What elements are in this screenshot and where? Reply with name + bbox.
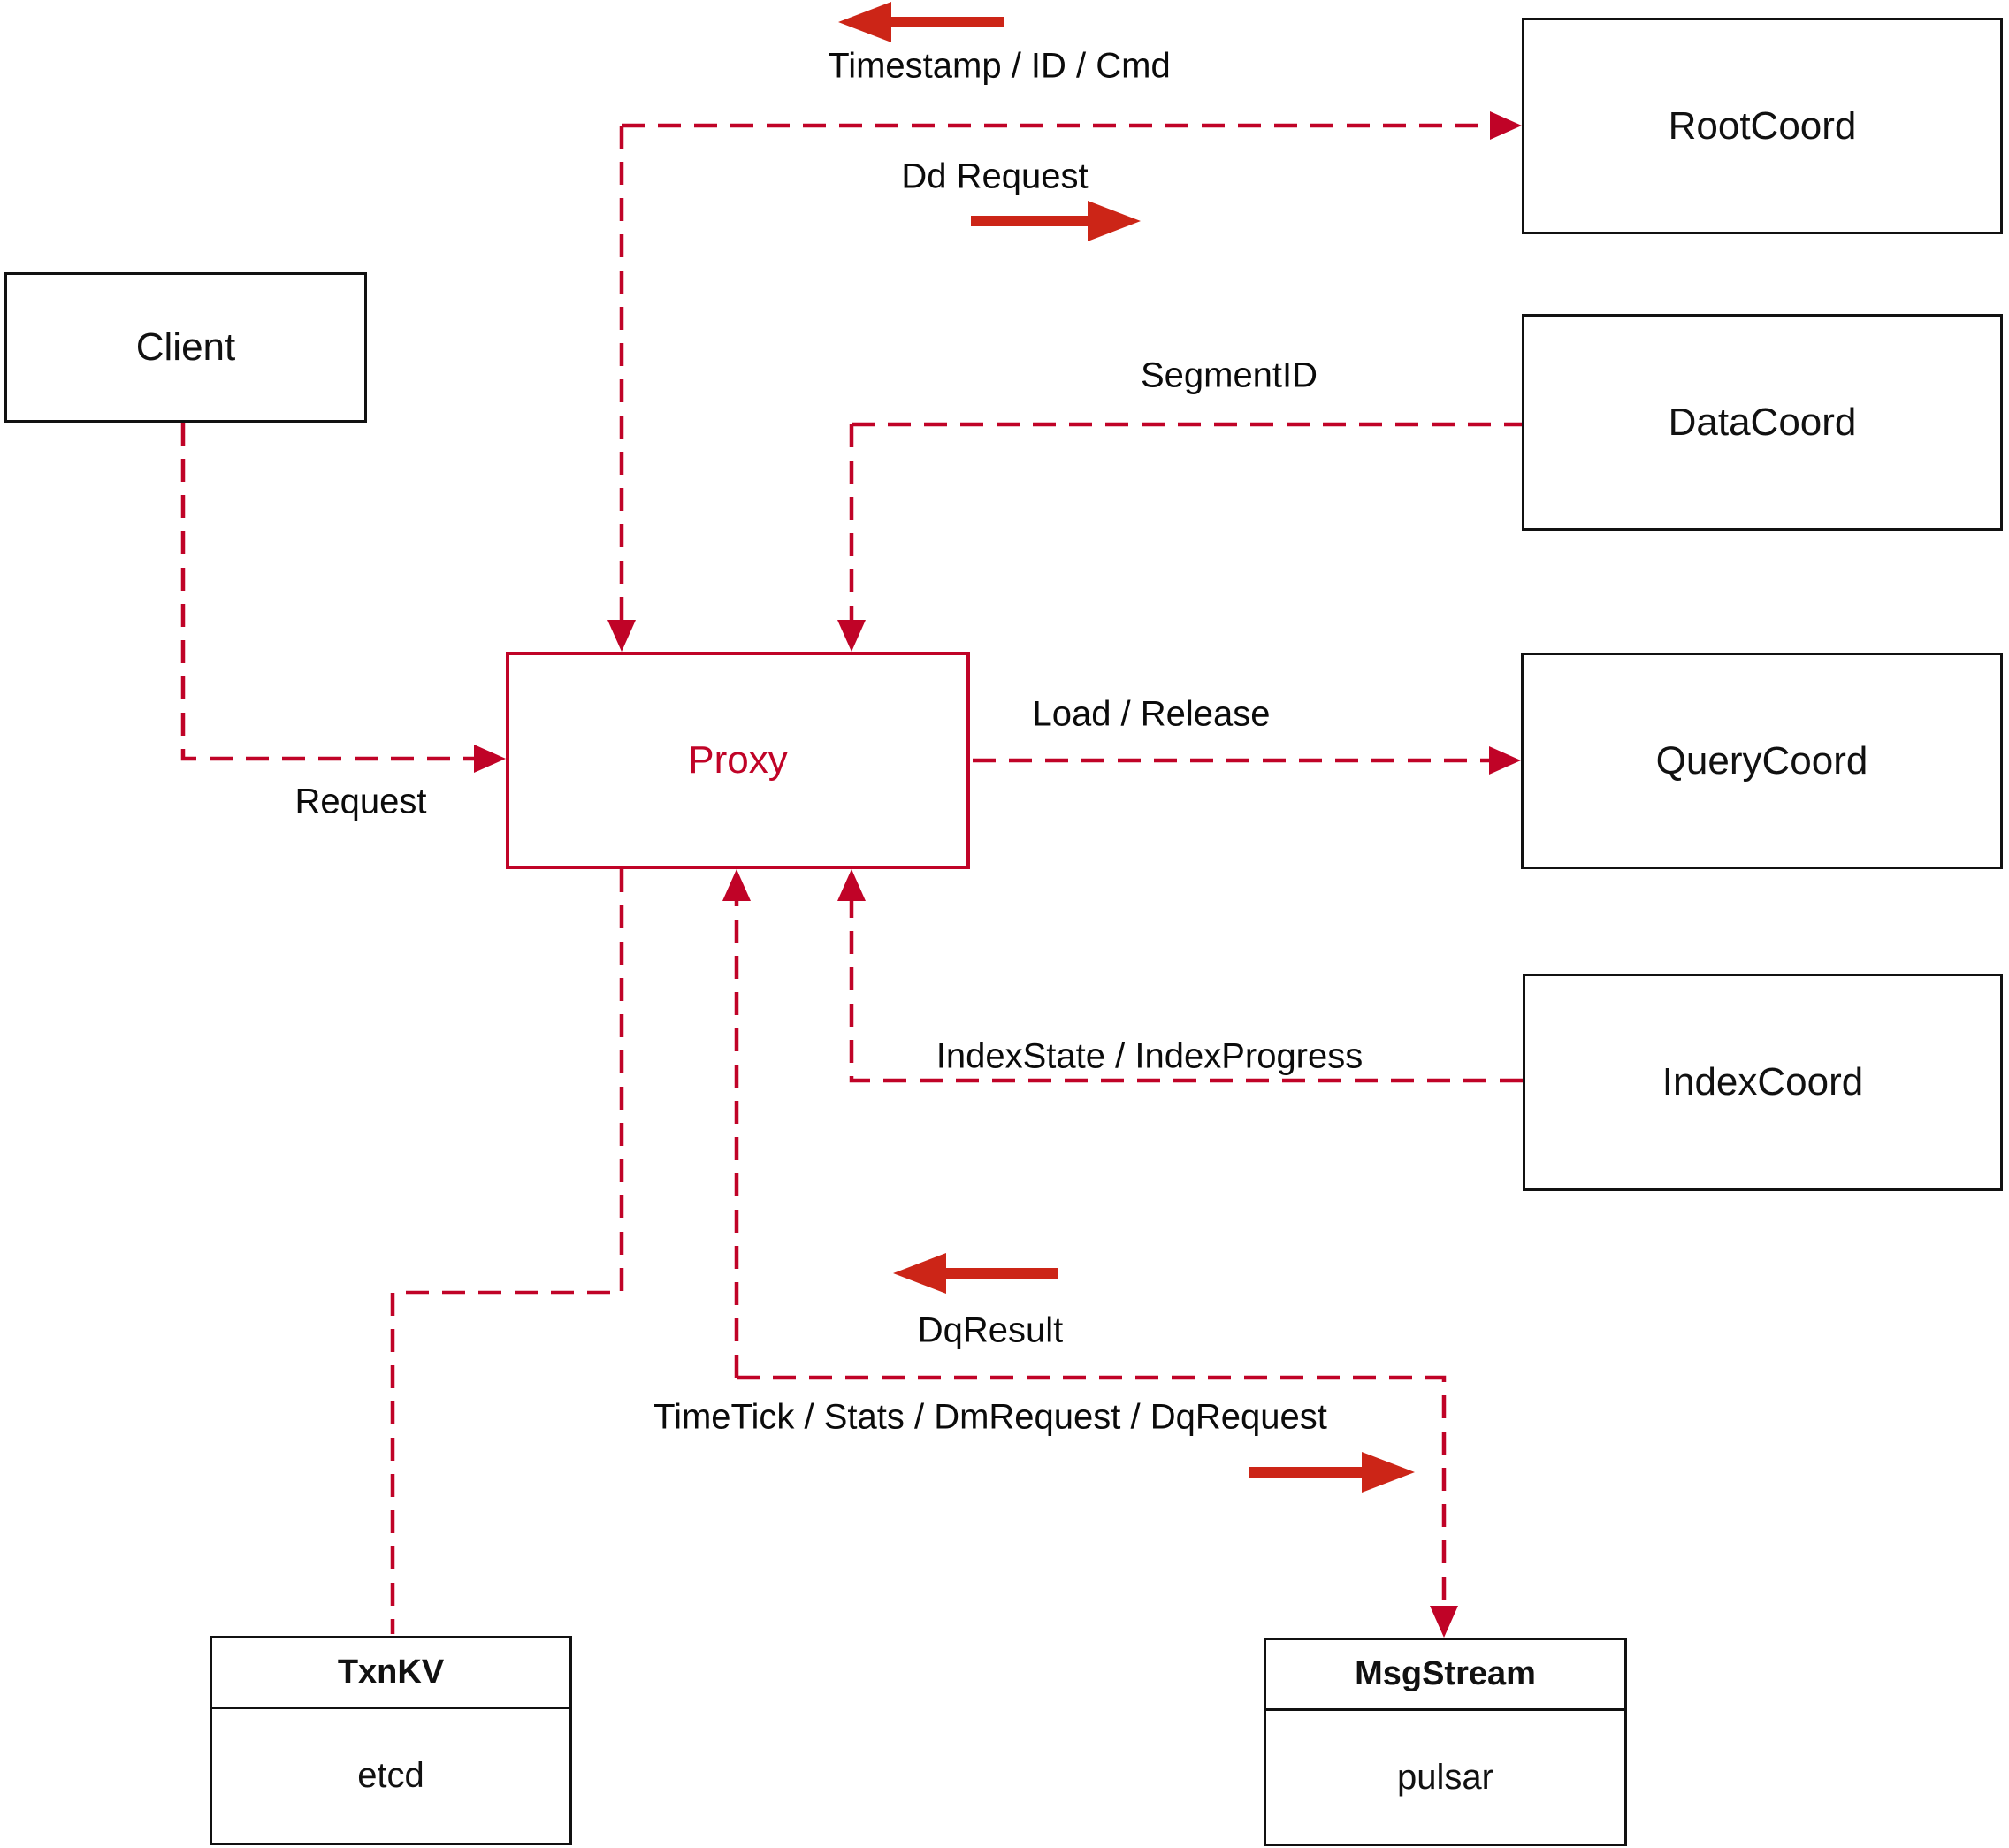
dq-result-direction-arrow-left bbox=[893, 1253, 1058, 1294]
node-querycoord-label: QueryCoord bbox=[1655, 738, 1868, 783]
timestamp-direction-arrow-left bbox=[838, 2, 1004, 42]
arrowhead-into-proxy-top-2 bbox=[837, 620, 866, 652]
node-txnkv-sub: etcd bbox=[357, 1756, 424, 1795]
arrowhead-into-rootcoord bbox=[1490, 111, 1522, 140]
edge-label-timestamp: Timestamp / ID / Cmd bbox=[828, 46, 1171, 86]
edge-label-dq-result: DqResult bbox=[917, 1310, 1064, 1350]
arrowhead-into-proxy-left bbox=[474, 745, 506, 773]
node-msgstream-sub: pulsar bbox=[1397, 1757, 1493, 1797]
edge-label-timetick: TimeTick / Stats / DmRequest / DqRequest bbox=[653, 1397, 1327, 1437]
node-client-label: Client bbox=[135, 325, 236, 369]
node-querycoord: QueryCoord bbox=[1521, 653, 2003, 869]
arrowhead-into-proxy-top-1 bbox=[607, 620, 636, 652]
node-client: Client bbox=[4, 272, 367, 423]
node-indexcoord: IndexCoord bbox=[1523, 974, 2003, 1191]
edge-proxy-txnkv bbox=[390, 869, 624, 1634]
node-msgstream-title: MsgStream bbox=[1266, 1640, 1624, 1711]
edge-client-proxy bbox=[180, 423, 488, 761]
arrowhead-into-querycoord bbox=[1489, 746, 1521, 775]
node-proxy-label: Proxy bbox=[688, 738, 788, 782]
arrowhead-into-proxy-bottom-1 bbox=[722, 869, 751, 901]
arrowhead-into-msgstream bbox=[1430, 1606, 1458, 1638]
edge-label-request: Request bbox=[294, 782, 427, 821]
edge-label-index-state: IndexState / IndexProgress bbox=[936, 1036, 1364, 1076]
node-txnkv-title: TxnKV bbox=[212, 1638, 569, 1709]
node-msgstream: MsgStream pulsar bbox=[1264, 1638, 1627, 1846]
edge-label-load-release: Load / Release bbox=[1032, 694, 1271, 734]
node-rootcoord: RootCoord bbox=[1522, 18, 2003, 234]
node-proxy: Proxy bbox=[506, 652, 970, 869]
node-indexcoord-label: IndexCoord bbox=[1661, 1060, 1864, 1103]
edge-label-segment-id: SegmentID bbox=[1140, 355, 1318, 395]
node-datacoord: DataCoord bbox=[1522, 314, 2003, 531]
node-datacoord-label: DataCoord bbox=[1668, 400, 1857, 444]
arrowhead-into-proxy-bottom-2 bbox=[837, 869, 866, 901]
dd-request-direction-arrow-right bbox=[971, 201, 1141, 241]
edge-label-dd-request: Dd Request bbox=[901, 157, 1089, 196]
node-txnkv: TxnKV etcd bbox=[210, 1636, 572, 1845]
timetick-direction-arrow-right bbox=[1249, 1452, 1415, 1493]
node-rootcoord-label: RootCoord bbox=[1668, 103, 1857, 148]
